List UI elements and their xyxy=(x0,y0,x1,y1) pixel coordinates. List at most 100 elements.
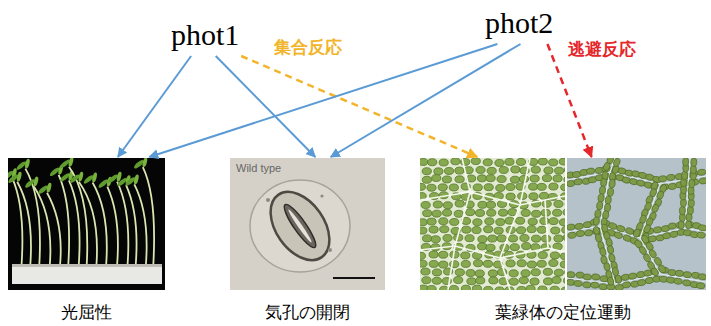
chloroplast xyxy=(443,234,452,241)
chloroplast xyxy=(421,202,430,209)
seedling-stem xyxy=(79,182,97,266)
chloroplast xyxy=(475,270,484,277)
granule xyxy=(266,198,270,202)
chloroplast xyxy=(485,218,494,225)
chloroplast xyxy=(599,186,606,195)
chloroplast xyxy=(449,286,458,290)
scale-bar xyxy=(333,277,375,279)
chloroplast xyxy=(475,209,484,216)
granule xyxy=(328,248,332,252)
chloroplast xyxy=(607,245,615,255)
chloroplast xyxy=(527,261,536,268)
photoreceptor-label: phot1 xyxy=(168,16,245,55)
chloroplast xyxy=(679,206,686,215)
chloroplast xyxy=(650,267,659,277)
chloroplast xyxy=(607,187,614,196)
chloroplast xyxy=(495,159,504,166)
chloroplast xyxy=(543,268,552,275)
chloroplast xyxy=(486,175,495,182)
guard-cell-pair xyxy=(259,181,342,271)
cell-wall xyxy=(420,246,565,258)
chloroplast xyxy=(506,184,515,191)
chloroplast xyxy=(526,285,535,290)
cell-wall xyxy=(448,246,455,290)
chloroplast xyxy=(522,243,531,250)
chloroplast xyxy=(560,261,565,268)
chloroplast xyxy=(657,264,666,274)
chloroplast xyxy=(628,272,638,280)
chloroplast xyxy=(432,210,441,217)
chloroplast xyxy=(563,209,565,216)
chloroplast xyxy=(540,218,549,225)
chloroplast xyxy=(423,210,432,217)
chloroplast xyxy=(488,235,497,242)
chloroplast xyxy=(422,176,431,183)
chloroplast xyxy=(488,270,497,277)
chloroplast xyxy=(549,159,558,166)
chloroplast xyxy=(539,192,548,199)
cell-wall xyxy=(455,192,470,246)
chloroplast xyxy=(520,234,529,241)
seedling-leaf xyxy=(16,171,22,182)
chloroplast xyxy=(550,252,559,259)
chloroplast xyxy=(603,262,611,272)
chloroplast xyxy=(509,278,518,285)
chloroplast xyxy=(517,286,526,290)
chloroplast xyxy=(455,176,464,183)
seedling-stem xyxy=(143,167,154,266)
chloroplast xyxy=(487,167,496,174)
chloroplast xyxy=(591,273,600,280)
seedling-stem xyxy=(107,187,118,266)
chloroplasts xyxy=(567,158,706,290)
cell-wall xyxy=(462,158,470,192)
chloroplast xyxy=(442,176,451,183)
reaction-label: 集合反応 xyxy=(272,36,344,58)
chloroplast xyxy=(643,224,652,234)
chloroplast xyxy=(537,226,546,233)
pore-slit xyxy=(287,208,313,243)
chloroplast xyxy=(529,183,538,190)
response-panel: Wild type気孔の開閉 xyxy=(230,158,385,322)
chloroplast xyxy=(455,269,464,276)
chloroplast xyxy=(439,159,448,166)
chloroplast xyxy=(698,224,706,231)
chloroplast xyxy=(574,178,583,185)
chloroplast xyxy=(561,184,565,191)
chloroplast xyxy=(599,247,607,257)
chloroplast xyxy=(530,278,539,285)
chloroplast xyxy=(607,276,615,286)
chloroplast xyxy=(544,167,553,174)
chloroplast xyxy=(498,209,507,216)
chloroplast xyxy=(560,253,565,260)
cell-wall xyxy=(500,258,510,290)
seedling-stem xyxy=(34,186,50,266)
chloroplast xyxy=(431,236,440,243)
chloroplast xyxy=(483,260,492,267)
chloroplast xyxy=(554,235,563,242)
chloroplast xyxy=(563,234,565,241)
chloroplast xyxy=(559,219,565,226)
chloroplast xyxy=(432,269,441,276)
chloroplast xyxy=(521,270,530,277)
cell-wall xyxy=(520,158,530,205)
solid-arrow xyxy=(216,56,316,157)
dashed-arrow xyxy=(241,56,477,157)
chloroplast xyxy=(567,271,575,278)
chloroplast xyxy=(538,158,547,165)
chloroplast xyxy=(473,184,482,191)
chloroplast xyxy=(478,236,487,243)
chloroplast xyxy=(542,175,551,182)
chloroplast xyxy=(563,277,565,284)
chloroplast xyxy=(506,193,515,200)
seedling-leaf xyxy=(24,158,30,169)
chloroplast xyxy=(532,210,541,217)
chloroplast xyxy=(622,281,632,289)
cell-wall xyxy=(420,192,565,205)
chloroplast xyxy=(428,159,437,166)
chloroplast xyxy=(584,229,593,236)
chloroplast xyxy=(583,273,592,280)
chloroplast xyxy=(678,221,685,230)
chloroplast xyxy=(562,226,565,233)
response-panel: 光屈性 xyxy=(8,158,165,322)
chloroplast xyxy=(567,223,576,230)
